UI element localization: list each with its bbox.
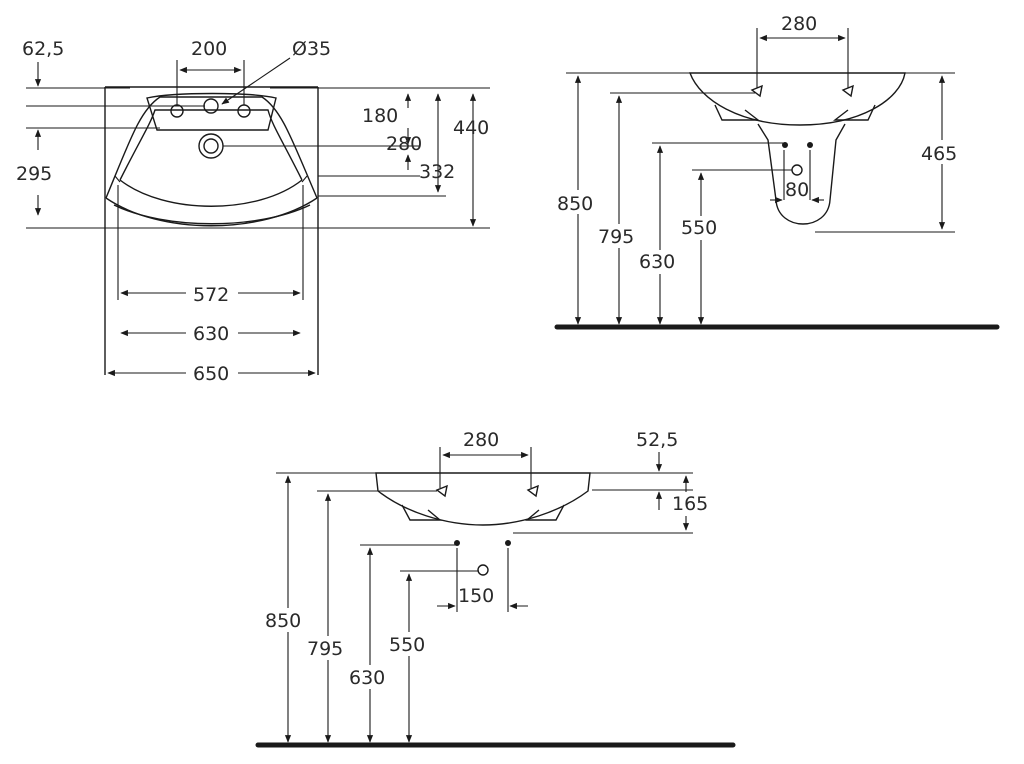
dim-height-795: 795 [598, 226, 634, 248]
dim-width-630: 630 [193, 323, 229, 345]
dim-top-280: 280 [781, 13, 817, 35]
dim-height-850: 850 [557, 193, 593, 215]
dim-waste-80: 80 [785, 179, 809, 201]
dim-tap-spacing: 200 [191, 38, 227, 60]
wall-hung-view: 280 52,5 165 850 795 630 550 150 [255, 429, 736, 748]
dim-width-572: 572 [193, 284, 229, 306]
dim-height-630: 630 [639, 251, 675, 273]
dim-wall-top-280: 280 [463, 429, 499, 451]
dim-front-332: 332 [419, 161, 455, 183]
dim-pedestal-465: 465 [921, 143, 957, 165]
dim-spacing-150: 150 [458, 585, 494, 607]
dim-offset-52-5: 52,5 [636, 429, 678, 451]
dim-hole-diameter: Ø35 [292, 38, 331, 60]
dim-height-550: 550 [681, 217, 717, 239]
dim-wall-height-795: 795 [307, 638, 343, 660]
dim-waste-280: 280 [386, 133, 422, 155]
dim-tap-offset: 62,5 [22, 38, 64, 60]
pedestal-view: 280 850 795 630 550 465 80 [554, 13, 1000, 330]
dim-wall-height-550: 550 [389, 634, 425, 656]
dim-wall-height-630: 630 [349, 667, 385, 689]
dim-width-650: 650 [193, 363, 229, 385]
dim-depth-440: 440 [453, 117, 489, 139]
dim-side-295: 295 [16, 163, 52, 185]
dim-depth-165: 165 [672, 493, 708, 515]
dim-depth-180: 180 [362, 105, 398, 127]
top-view: 62,5 295 200 Ø35 180 280 332 440 572 630 [16, 38, 490, 385]
dim-wall-height-850: 850 [265, 610, 301, 632]
